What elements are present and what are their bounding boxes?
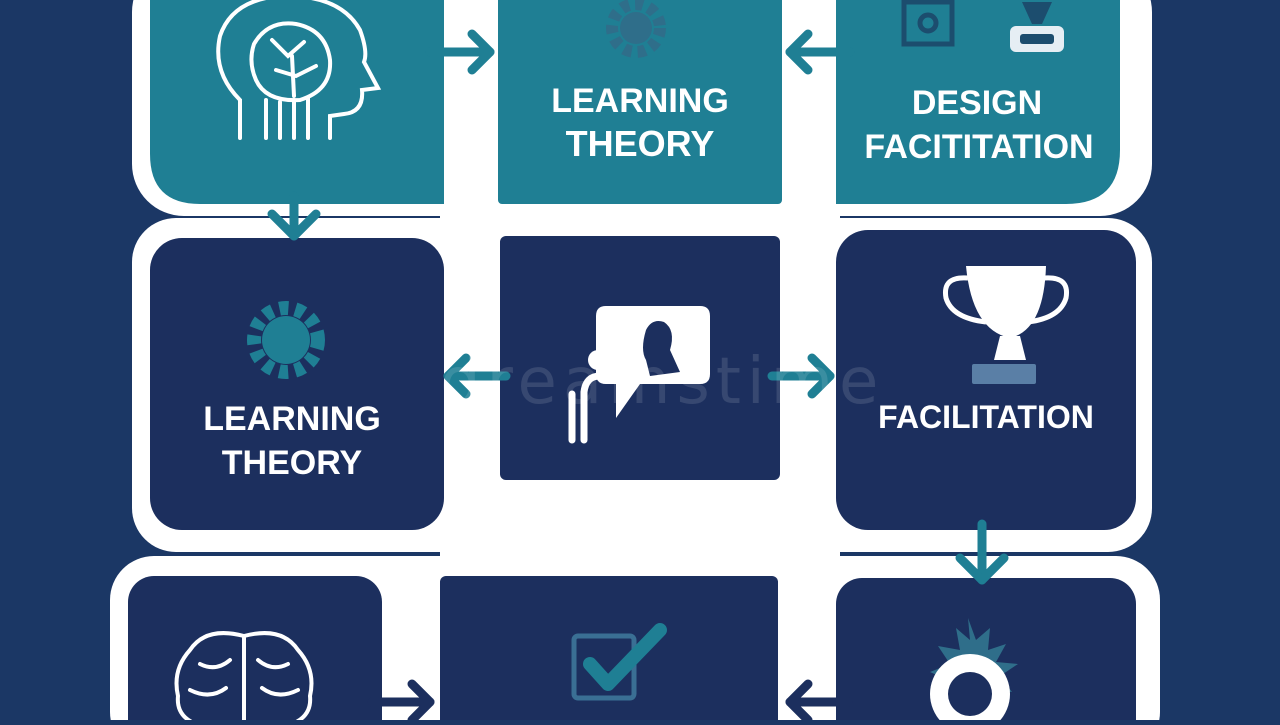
label-top-right-line1: DESIGN [912, 84, 1042, 122]
label-mid-right: FACILITATION [878, 399, 1094, 435]
panel-top-middle [498, 0, 782, 204]
label-top-middle-line2: THEORY [566, 123, 715, 164]
brain-icon [174, 631, 314, 725]
arrow-left-icon [443, 353, 511, 399]
arrow-right-icon [767, 353, 835, 399]
puzzle-icon [901, 0, 955, 47]
lightbulb-icon [930, 618, 1018, 725]
gear-icon [247, 301, 325, 379]
panel-mid-left [150, 238, 444, 530]
arrow-right-icon [425, 29, 495, 75]
presenter-speech-icon [568, 306, 710, 444]
lab-device-icon [1010, 2, 1064, 52]
label-top-middle-line1: LEARNING [551, 82, 729, 120]
arrow-left-icon [785, 679, 853, 725]
checkbox-icon [571, 623, 667, 701]
gear-icon [606, 0, 666, 58]
panel-bottom-left [128, 576, 382, 725]
label-top-right-line2: FACITITATION [864, 128, 1093, 166]
arrow-down-icon [955, 519, 1009, 585]
label-mid-left-line1: LEARNING [203, 400, 381, 438]
label-mid-left-line2: THEORY [222, 444, 363, 482]
panel-bottom-middle [440, 576, 778, 725]
arrow-down-icon [267, 191, 321, 241]
arrow-left-icon [785, 29, 855, 75]
head-brain-icon [216, 0, 382, 140]
arrow-right-icon [367, 679, 435, 725]
trophy-icon [942, 266, 1070, 384]
